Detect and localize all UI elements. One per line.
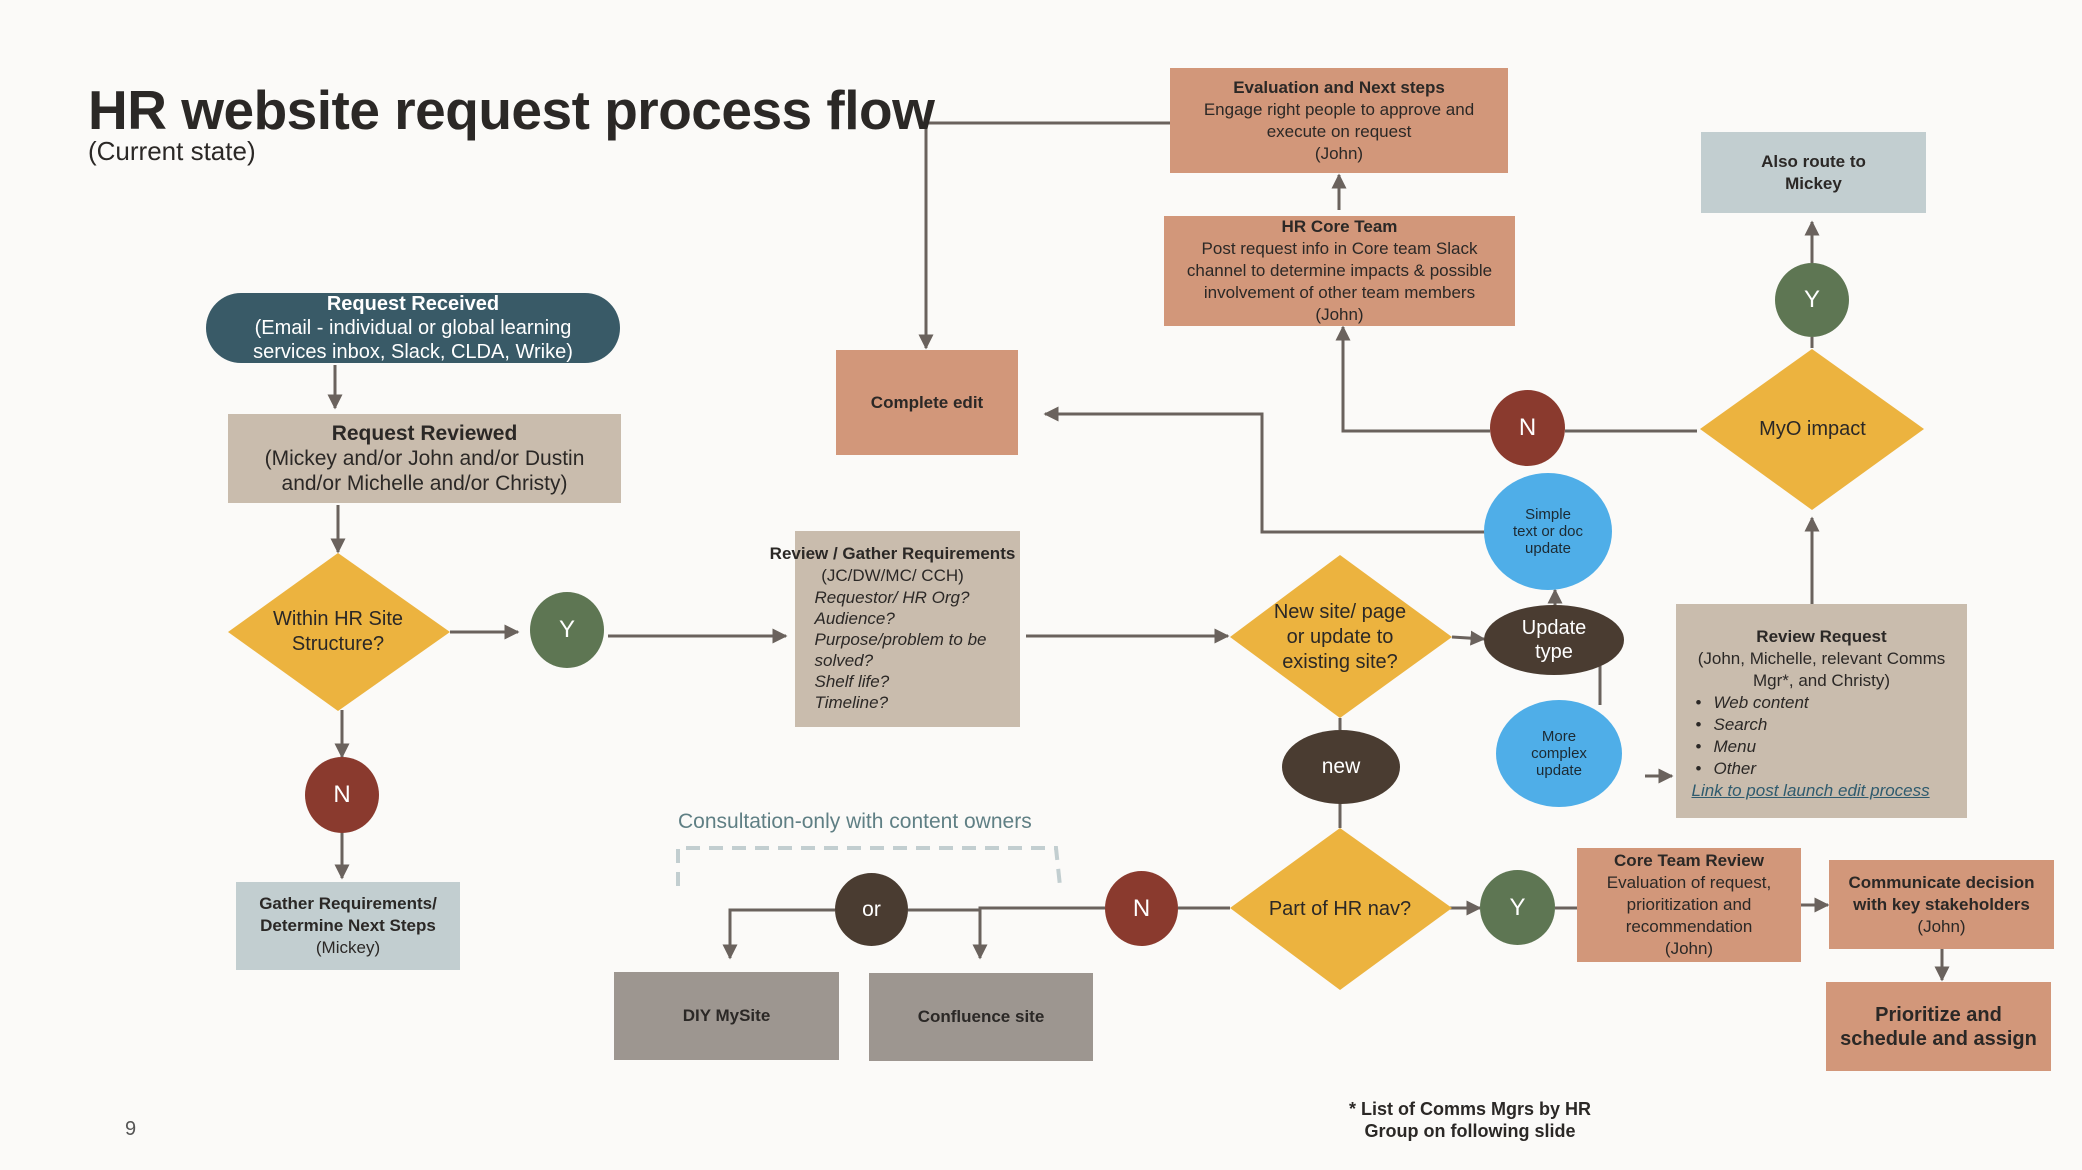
part-of-hr-nav-diamond bbox=[1230, 828, 1452, 990]
core-team-review-body: Evaluation of request, prioritization an… bbox=[1606, 873, 1772, 936]
within-hr-site-diamond bbox=[228, 553, 450, 711]
communicate-decision-title: Communicate decision with key stakeholde… bbox=[1848, 872, 2035, 914]
confluence-site-node: Confluence site bbox=[869, 973, 1093, 1061]
page-subtitle: (Current state) bbox=[88, 136, 256, 166]
prioritize-node: Prioritize and schedule and assign bbox=[1826, 982, 2051, 1071]
connector bbox=[1335, 325, 1490, 433]
consultation-label: Consultation-only with content owners bbox=[678, 810, 1032, 833]
new-site-label: New site/ page or update to existing sit… bbox=[1273, 601, 1407, 673]
hr-core-team-body: Post request info in Core team Slack cha… bbox=[1186, 239, 1493, 302]
review-gather-item: Requestor/ HR Org? bbox=[814, 588, 970, 607]
core-team-review-owner: (John) bbox=[1664, 939, 1714, 958]
new-node: new bbox=[1282, 730, 1400, 804]
request-received-title: Request Received bbox=[326, 293, 500, 315]
gather-requirements-owner: (Mickey) bbox=[315, 938, 381, 957]
yes-circle: Y bbox=[1480, 870, 1555, 945]
complex-update-node: More complex update bbox=[1496, 700, 1622, 807]
request-reviewed-body: (Mickey and/or John and/or Dustin and/or… bbox=[264, 447, 585, 495]
update-type-node: Update type bbox=[1484, 605, 1624, 675]
page-title: HR website request process flow bbox=[88, 79, 935, 141]
simple-update-node: Simple text or doc update bbox=[1484, 473, 1612, 590]
no-circle: N bbox=[305, 757, 379, 833]
myo-impact-label: MyO impact bbox=[1759, 417, 1866, 440]
request-reviewed-node: Request Reviewed (Mickey and/or John and… bbox=[228, 414, 621, 503]
footnote: * List of Comms Mgrs by HR Group on foll… bbox=[1348, 1099, 1592, 1141]
review-request-item: Other bbox=[1692, 758, 1952, 780]
no-circle: N bbox=[1105, 871, 1178, 946]
core-team-review-node: Core Team Review Evaluation of request, … bbox=[1577, 848, 1801, 962]
communicate-decision-owner: (John) bbox=[1917, 916, 1966, 936]
review-request-item: Web content bbox=[1692, 692, 1952, 714]
within-hr-site-label: Within HR Site Structure? bbox=[272, 608, 404, 655]
yes-circle: Y bbox=[530, 592, 604, 668]
also-route-node: Also route to Mickey bbox=[1701, 132, 1926, 213]
gather-requirements-title: Gather Requirements/ Determine Next Step… bbox=[259, 894, 437, 935]
gather-requirements-node: Gather Requirements/ Determine Next Step… bbox=[236, 882, 460, 970]
complete-edit-node: Complete edit bbox=[836, 350, 1018, 455]
request-received-node: Request Received (Email - individual or … bbox=[206, 293, 620, 363]
request-reviewed-title: Request Reviewed bbox=[331, 422, 518, 445]
no-circle: N bbox=[1490, 390, 1565, 466]
myo-impact-diamond bbox=[1700, 349, 1924, 510]
request-received-body: (Email - individual or global learning s… bbox=[253, 317, 573, 363]
review-gather-node: Review / Gather Requirements (JC/DW/MC/ … bbox=[770, 531, 1020, 727]
post-launch-edit-link[interactable]: Link to post launch edit process bbox=[1691, 781, 1930, 800]
review-request-item: Menu bbox=[1692, 736, 1952, 758]
hr-core-team-title: HR Core Team bbox=[1281, 217, 1398, 236]
evaluation-body: Engage right people to approve and execu… bbox=[1203, 99, 1475, 141]
review-request-title: Review Request bbox=[1756, 627, 1887, 646]
evaluation-title: Evaluation and Next steps bbox=[1233, 77, 1445, 97]
review-gather-owners: (JC/DW/MC/ CCH) bbox=[821, 566, 964, 585]
yes-circle: Y bbox=[1775, 263, 1849, 337]
connector bbox=[972, 906, 1105, 960]
connector bbox=[722, 908, 835, 960]
connector bbox=[1451, 630, 1486, 646]
hr-core-team-owner: (John) bbox=[1315, 305, 1364, 324]
page-number: 9 bbox=[125, 1118, 137, 1140]
core-team-review-title: Core Team Review bbox=[1614, 851, 1764, 870]
connector bbox=[918, 121, 1170, 350]
evaluation-next-steps-node: Evaluation and Next steps Engage right p… bbox=[1170, 68, 1508, 173]
review-gather-item: Shelf life? bbox=[814, 672, 890, 691]
review-request-node: Review Request (John, Michelle, relevant… bbox=[1676, 604, 1967, 818]
evaluation-owner: (John) bbox=[1314, 143, 1364, 163]
review-request-item: Search bbox=[1692, 714, 1952, 736]
review-request-body: (John, Michelle, relevant Comms Mgr*, an… bbox=[1697, 649, 1946, 690]
new-site-diamond bbox=[1230, 555, 1452, 718]
review-gather-item: Audience? bbox=[814, 609, 895, 628]
communicate-decision-node: Communicate decision with key stakeholde… bbox=[1829, 860, 2054, 949]
hr-core-team-node: HR Core Team Post request info in Core t… bbox=[1164, 216, 1515, 326]
connector bbox=[1043, 406, 1485, 534]
review-gather-title: Review / Gather Requirements bbox=[769, 544, 1016, 563]
review-gather-item: Purpose/problem to be solved? bbox=[814, 630, 987, 670]
or-node: or bbox=[835, 873, 908, 946]
diy-mysite-node: DIY MySite bbox=[614, 972, 839, 1060]
part-of-hr-nav-label: Part of HR nav? bbox=[1268, 897, 1412, 920]
review-gather-item: Timeline? bbox=[814, 693, 889, 712]
